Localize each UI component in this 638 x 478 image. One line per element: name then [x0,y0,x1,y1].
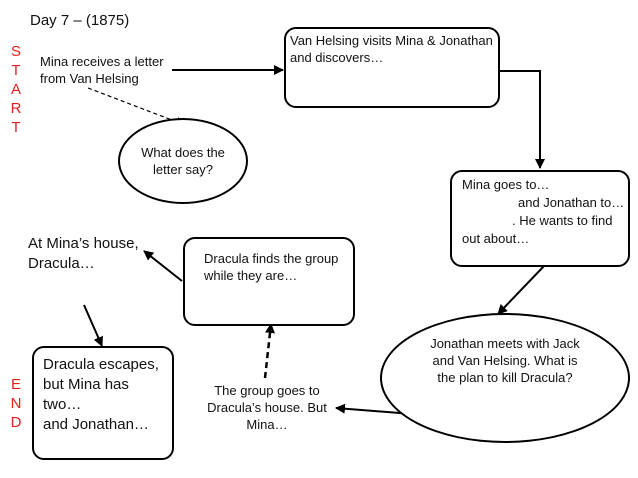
node-dracula-finds: Dracula finds the group while they are… [183,237,355,326]
node-escapes: Dracula escapes, but Mina has two… and J… [32,346,174,460]
start-letter: T [11,119,21,136]
node-meeting: Jonathan meets with Jack and Van Helsing… [380,313,630,443]
arrow-dracula-finds-to-minas-house [143,250,183,282]
node-question-text: What does the letter say? [141,145,225,177]
node-escapes-text: Dracula escapes, but Mina has two… and J… [43,356,159,433]
mina-goes-line: and Jonathan to… [518,195,625,210]
arrow-minas-house-to-escapes [83,304,103,347]
start-letter: T [11,62,21,79]
end-label: E N D [9,375,23,432]
node-letter: Mina receives a letter from Van Helsing [40,54,164,86]
node-question: What does the letter say? [118,118,248,204]
node-group-goes: The group goes to Dracula’s house. But M… [207,383,327,432]
node-minas-house: At Mina’s house, Dracula… [28,235,139,272]
arrow-visit-to-mina-goes [500,70,545,169]
start-letter: A [10,81,21,98]
start-label: S T A R T [9,42,23,137]
end-letter: D [10,414,22,431]
mina-goes-line: Mina goes to… [462,177,550,192]
mina-goes-line: . He wants to find [512,213,613,228]
start-letter: R [10,100,22,117]
arrow-mina-goes-to-meeting [497,264,546,315]
mina-goes-line: out about… [462,231,530,246]
end-letter: E [10,376,21,393]
node-visit: Van Helsing visits Mina & Jonathan and d… [284,27,500,108]
end-letter: N [10,395,22,412]
start-letter: S [10,43,21,60]
diagram-title: Day 7 – (1875) [30,12,130,29]
node-meeting-text: Jonathan meets with Jack and Van Helsing… [430,335,580,385]
dashed-arrow-group-to-dracula-finds [263,323,275,379]
node-dracula-finds-text: Dracula finds the group while they are… [204,251,339,283]
node-mina-goes: Mina goes to… and Jonathan to… . He want… [450,170,630,267]
node-visit-text: Van Helsing visits Mina & Jonathan and d… [290,33,493,65]
